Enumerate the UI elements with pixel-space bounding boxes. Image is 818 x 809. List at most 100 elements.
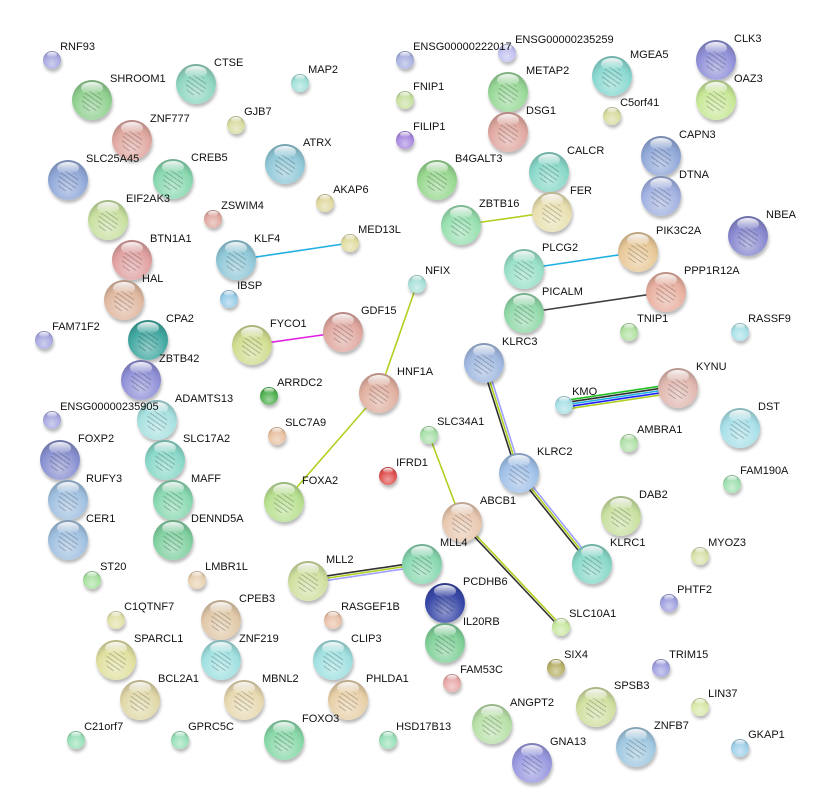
node-label[interactable]: FOXP2 (78, 433, 115, 445)
node-label[interactable]: PICALM (542, 286, 583, 298)
node-label[interactable]: HAL (142, 273, 164, 285)
node-lmbr1l[interactable] (188, 571, 206, 589)
node-label[interactable]: FAM71F2 (52, 321, 100, 333)
node-label[interactable]: ZNF219 (239, 633, 279, 645)
node-label[interactable]: ADAMTS13 (175, 393, 234, 405)
node-label[interactable]: BCL2A1 (158, 673, 199, 685)
node-fam190a[interactable] (723, 475, 741, 493)
node-klrc2[interactable] (499, 453, 539, 493)
node-label[interactable]: GPRC5C (188, 721, 234, 733)
node-cer1[interactable] (48, 520, 88, 560)
node-label[interactable]: PCDHB6 (463, 576, 508, 588)
node-label[interactable]: CAPN3 (679, 129, 716, 141)
node-rnf93[interactable] (43, 51, 61, 69)
node-label[interactable]: PLCG2 (542, 242, 579, 254)
node-label[interactable]: RASGEF1B (341, 601, 400, 613)
node-nfix[interactable] (408, 275, 426, 293)
node-label[interactable]: SLC7A9 (285, 417, 327, 429)
node-phtf2[interactable] (660, 594, 678, 612)
node-btn1a1[interactable] (112, 240, 152, 280)
node-label[interactable]: KYNU (696, 361, 727, 373)
node-rufy3[interactable] (48, 480, 88, 520)
node-ibsp[interactable] (220, 290, 238, 308)
node-label[interactable]: ABCB1 (480, 495, 517, 507)
node-slc25a45[interactable] (48, 160, 88, 200)
node-label[interactable]: RNF93 (60, 41, 95, 53)
node-rasgef1b[interactable] (324, 611, 342, 629)
node-label[interactable]: CALCR (567, 145, 605, 157)
node-label[interactable]: FILIP1 (413, 121, 446, 133)
node-mbnl2[interactable] (224, 680, 264, 720)
node-foxo3[interactable] (264, 720, 304, 760)
node-znfb7[interactable] (616, 727, 656, 767)
node-ambra1[interactable] (620, 434, 638, 452)
node-label[interactable]: SLC17A2 (183, 433, 231, 445)
node-c21orf7[interactable] (67, 731, 85, 749)
node-abcb1[interactable] (442, 502, 482, 542)
node-angpt2[interactable] (472, 704, 512, 744)
node-calcr[interactable] (529, 152, 569, 192)
node-myoz3[interactable] (691, 547, 709, 565)
node-shroom1[interactable] (72, 80, 112, 120)
node-fer[interactable] (532, 192, 572, 232)
node-label[interactable]: PIK3C2A (656, 225, 702, 237)
node-label[interactable]: KLF4 (254, 233, 281, 245)
node-label[interactable]: ENSG00000235905 (60, 401, 159, 413)
node-label[interactable]: RUFY3 (86, 473, 123, 485)
node-ctse[interactable] (176, 64, 216, 104)
node-ensg00000235905[interactable] (43, 411, 61, 429)
node-label[interactable]: MLL2 (326, 554, 354, 566)
node-cpeb3[interactable] (201, 600, 241, 640)
node-label[interactable]: KMO (572, 386, 598, 398)
node-label[interactable]: DENND5A (191, 513, 244, 525)
node-foxp2[interactable] (40, 440, 80, 480)
node-label[interactable]: CTSE (214, 57, 244, 69)
node-label[interactable]: IFRD1 (396, 457, 428, 469)
node-dsg1[interactable] (488, 112, 528, 152)
node-label[interactable]: DAB2 (639, 489, 668, 501)
node-znf219[interactable] (201, 640, 241, 680)
node-label[interactable]: KLRC2 (537, 446, 573, 458)
node-gkap1[interactable] (731, 739, 749, 757)
node-atrx[interactable] (265, 144, 305, 184)
node-label[interactable]: CLIP3 (351, 633, 382, 645)
node-kmo[interactable] (555, 396, 573, 414)
node-label[interactable]: SPARCL1 (134, 633, 184, 645)
node-label[interactable]: SLC34A1 (437, 416, 485, 428)
node-label[interactable]: FOXO3 (302, 713, 340, 725)
node-label[interactable]: MAP2 (308, 64, 339, 76)
node-sparcl1[interactable] (96, 640, 136, 680)
node-label[interactable]: ZBTB16 (479, 198, 520, 210)
node-hal[interactable] (104, 280, 144, 320)
node-label[interactable]: FAM190A (740, 465, 789, 477)
node-slc10a1[interactable] (552, 618, 570, 636)
node-filip1[interactable] (396, 131, 414, 149)
node-label[interactable]: AKAP6 (333, 184, 369, 196)
node-label[interactable]: FOXA2 (302, 475, 339, 487)
node-med13l[interactable] (341, 234, 359, 252)
node-label[interactable]: HNF1A (397, 366, 434, 378)
node-pik3c2a[interactable] (618, 232, 658, 272)
node-label[interactable]: FER (570, 185, 592, 197)
node-capn3[interactable] (641, 136, 681, 176)
node-label[interactable]: ENSG00000222017 (413, 41, 512, 53)
node-label[interactable]: PHLDA1 (366, 673, 409, 685)
node-cpa2[interactable] (128, 320, 168, 360)
node-label[interactable]: RASSF9 (748, 313, 791, 325)
node-label[interactable]: PPP1R12A (684, 265, 740, 277)
node-label[interactable]: AMBRA1 (637, 424, 683, 436)
node-label[interactable]: CREB5 (191, 152, 228, 164)
edge-abcb1-slc10a1[interactable] (460, 520, 563, 629)
node-label[interactable]: C5orf41 (620, 97, 660, 109)
node-label[interactable]: NFIX (425, 265, 451, 277)
node-akap6[interactable] (316, 194, 334, 212)
node-klrc1[interactable] (572, 544, 612, 584)
node-label[interactable]: C21orf7 (84, 721, 124, 733)
node-znf777[interactable] (112, 120, 152, 160)
node-label[interactable]: KLRC3 (502, 336, 538, 348)
node-label[interactable]: ZBTB42 (159, 353, 200, 365)
node-hsd17b13[interactable] (379, 731, 397, 749)
node-label[interactable]: NBEA (766, 209, 796, 221)
node-label[interactable]: CLK3 (734, 33, 762, 45)
node-arrdc2[interactable] (260, 387, 278, 405)
